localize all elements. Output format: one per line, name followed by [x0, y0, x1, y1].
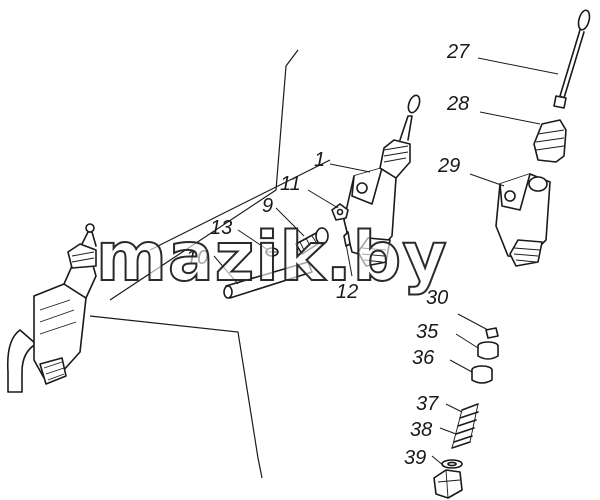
callout-11: 11	[280, 173, 301, 195]
callout-35: 35	[416, 321, 439, 343]
callout-37: 37	[416, 393, 439, 415]
boot-part-28	[533, 119, 567, 163]
plug-part-39	[433, 469, 463, 499]
callout-38: 38	[410, 419, 432, 441]
cylinder-body-part-29	[495, 173, 551, 267]
callout-10: 10	[186, 247, 208, 269]
callout-39: 39	[404, 447, 426, 469]
cotter-pin-part-12	[343, 231, 351, 247]
callout-1: 1	[314, 149, 325, 171]
spring-part-37	[451, 403, 479, 449]
bolt-part-9	[295, 227, 329, 255]
callout-27: 27	[446, 41, 470, 63]
callout-36: 36	[412, 347, 435, 369]
seal-part-30	[485, 327, 499, 339]
callout-28: 28	[446, 93, 469, 115]
callout-12: 12	[336, 281, 358, 303]
callout-30: 30	[426, 287, 448, 309]
nut-part-11	[331, 203, 349, 221]
watermark-text: mazik.by	[96, 218, 448, 297]
leader-lines	[213, 57, 559, 467]
master-cylinder-part-1	[343, 94, 421, 267]
callout-13: 13	[210, 217, 232, 239]
push-rod-part-27	[553, 9, 591, 109]
ring-part-36	[471, 365, 493, 384]
washer-part-13	[265, 247, 279, 257]
left-master-cylinder	[6, 223, 97, 393]
pin-part-10	[223, 261, 313, 299]
chassis-panel-outline	[89, 49, 331, 479]
callout-9: 9	[262, 195, 273, 217]
callout-29: 29	[437, 155, 460, 177]
ring-part-35	[477, 341, 499, 360]
washer-part-38	[441, 459, 463, 469]
